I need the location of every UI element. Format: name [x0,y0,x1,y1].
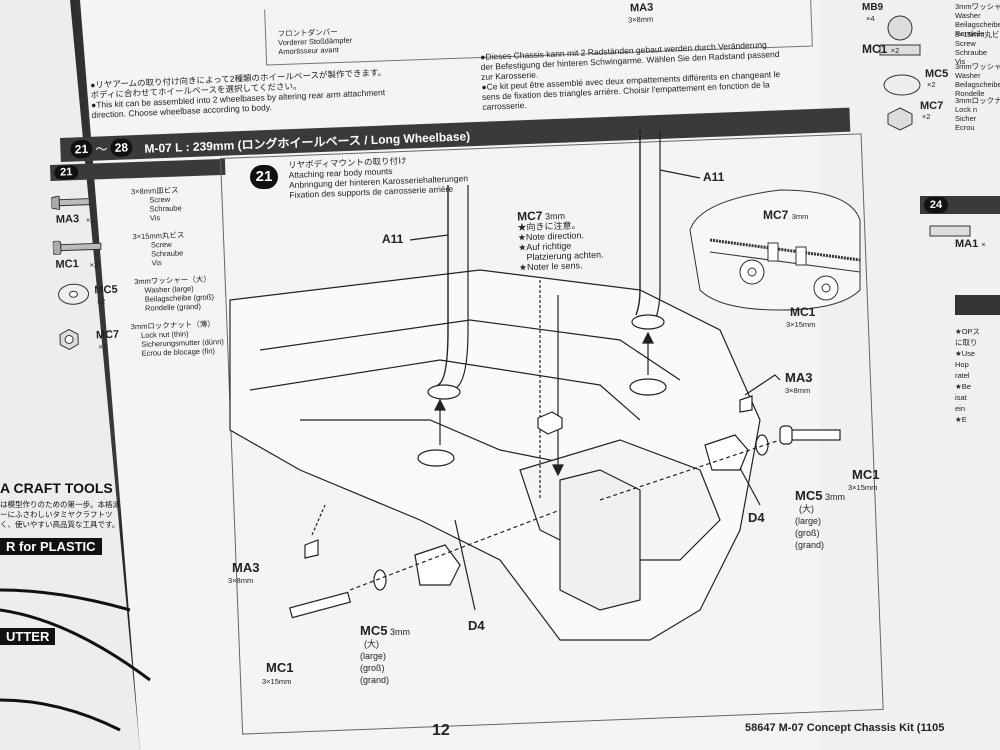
washer-icon [58,283,90,305]
a11-right-label: A11 [703,170,725,184]
for-plastic-label: R for PLASTIC [0,538,102,555]
part-ma3: MA3 ×2 3×8mm皿ビス Screw Schraube Vis [51,184,232,230]
ma1-label: MA1 × [955,238,986,250]
mc1-left-label: MC1 [266,660,294,675]
right-mc5-label: MC5 [925,68,949,80]
inset-mc1-label: MC1 [790,305,816,319]
mc5-left-callout: MC5 3mm (大) (large) (groß) (grand) [360,623,410,685]
step-21-badge: 21 [250,165,278,189]
step-24-bar: 24 [920,196,1000,214]
mc1-right-size: 3×15mm [848,483,878,492]
ma3-left-label: MA3 [232,560,260,575]
right-washer-text: 3mmワッシャー Washer Beilagscheibe Rondelle [955,2,1000,38]
right-mc1-label: MC1 ×2 [862,42,900,56]
part-mc1: MC1 ×2 3×15mm丸ビス Screw Schraube Vis [52,229,233,275]
mc5-right-callout: MC5 3mm (大) (large) (groß) (grand) [795,488,845,550]
mc7-callout: MC7 3mm ★向きに注意。 ★Note direction. ★Auf ri… [516,208,604,273]
mb9-label: MB9 [862,2,884,13]
part-mc5: MC5 ×2 3mmワッシャー（大） Washer (large) Beilag… [54,274,235,320]
pan-screw-icon [52,240,102,255]
right-mc5-text: 3mmワッシャー Washer Beilagscheibe Rondelle [955,62,1000,98]
lock-nut-icon [59,328,79,351]
ma3-left-size: 3×8mm [228,576,254,585]
op-note: ★OPス に取り ★Use Hop ratel ★Be isat ein ★E [955,327,981,424]
op-note-bar [955,295,1000,315]
d4-left-label: D4 [468,618,485,633]
right-mc5-qty: ×2 [927,80,936,89]
craft-tools-title: A CRAFT TOOLS [0,480,113,496]
right-mc7-qty: ×2 [922,112,931,121]
step-24-badge: 24 [924,197,948,213]
a11-left-label: A11 [382,232,404,246]
part-mc7: MC7 ×2 3mmロックナット（薄） Lock nut (thin) Sich… [56,319,237,365]
mc1-right-label: MC1 [852,467,880,482]
ma3-right-label: MA3 [785,370,813,385]
mc1-left-size: 3×15mm [262,677,292,686]
kit-name-footer: 58647 M-07 Concept Chassis Kit (1105 [745,722,945,734]
inset-mc1-size: 3×15mm [786,320,816,329]
right-mc7-label: MC7 [920,100,944,112]
right-mc7-text: 3mmロックナット Lock n Sicher Ecrou [955,96,1000,132]
cutter-label: UTTER [0,628,56,645]
right-mc1-text: 3×15mm丸ビス Screw Schraube Vis [955,30,1000,66]
flat-screw-icon [51,195,90,210]
inset-mc7-label: MC7 3mm [763,208,809,222]
page-number: 12 [432,722,450,739]
d4-right-label: D4 [748,510,765,525]
parts-list: 21 MA3 ×2 3×8mm皿ビス Screw Schraube Vis MC… [50,158,237,365]
mb9-qty: ×4 [866,14,875,23]
ma3-right-size: 3×8mm [785,386,811,395]
